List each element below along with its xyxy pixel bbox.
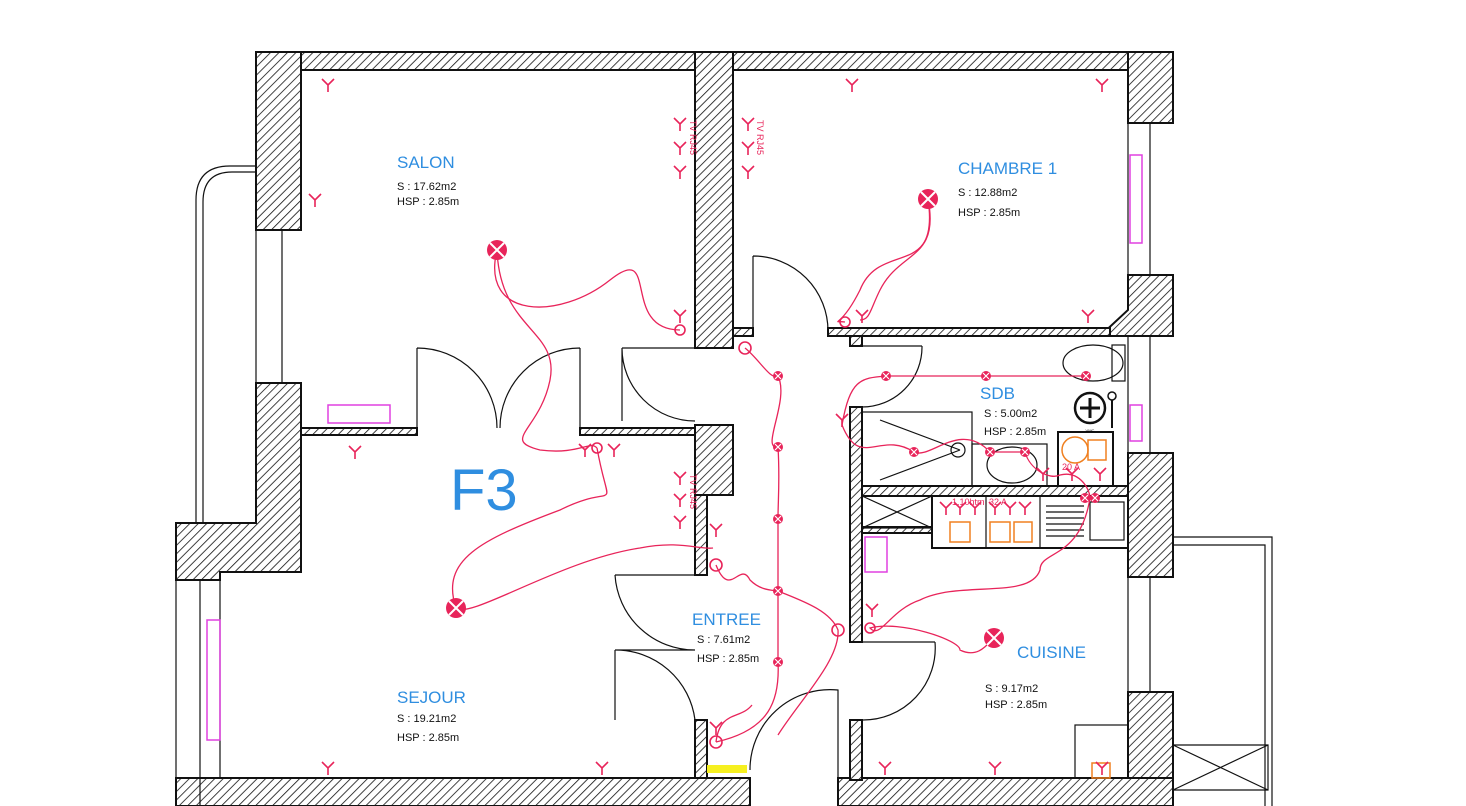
tv-rj45-label-chambre: TV RJ45	[755, 120, 765, 155]
room-height: HSP : 2.85m	[958, 207, 1020, 219]
tv-rj45-label-salon: TV RJ45	[688, 120, 698, 155]
room-surface: S : 7.61m2	[697, 634, 750, 646]
vmc-label: VMC	[1086, 428, 1095, 433]
room-name: SDB	[980, 384, 1015, 403]
room-cuisine: CUISINE S : 9.17m2 HSP : 2.85m	[985, 643, 1086, 711]
room-height: HSP : 2.85m	[697, 653, 759, 665]
room-name: CUISINE	[1017, 643, 1086, 662]
radiators	[206, 154, 1143, 741]
plaque-label: 32 A	[989, 497, 1007, 507]
room-surface: S : 9.17m2	[985, 683, 1038, 695]
appliances	[949, 436, 1111, 779]
room-height: HSP : 2.85m	[397, 196, 459, 208]
openings	[175, 123, 1273, 806]
room-surface: S : 17.62m2	[397, 181, 456, 193]
room-chambre-1: CHAMBRE 1 S : 12.88m2 HSP : 2.85m	[958, 159, 1057, 219]
room-name: ENTREE	[692, 610, 761, 629]
room-surface: S : 12.88m2	[958, 187, 1017, 199]
room-height: HSP : 2.85m	[397, 732, 459, 744]
room-name: SALON	[397, 153, 455, 172]
room-name: SEJOUR	[397, 688, 466, 707]
room-height: HSP : 2.85m	[985, 699, 1047, 711]
room-surface: S : 5.00m2	[984, 408, 1037, 420]
hotte-label: 1.10htm	[952, 497, 985, 507]
walls	[175, 51, 1174, 806]
room-sejour: SEJOUR S : 19.21m2 HSP : 2.85m	[397, 688, 466, 744]
light-points	[445, 188, 1101, 749]
room-sdb: SDB S : 5.00m2 HSP : 2.85m	[980, 384, 1046, 438]
room-surface: S : 19.21m2	[397, 713, 456, 725]
room-height: HSP : 2.85m	[984, 426, 1046, 438]
room-entree: ENTREE S : 7.61m2 HSP : 2.85m	[692, 610, 761, 665]
tv-rj45-label-sejour: TV RJ45	[688, 474, 698, 509]
lave-linge-label: 20 A	[1062, 462, 1080, 472]
room-salon: SALON S : 17.62m2 HSP : 2.85m	[397, 153, 459, 208]
vmc-symbol: VMC	[1073, 391, 1117, 433]
room-name: CHAMBRE 1	[958, 159, 1057, 178]
apartment-type-label: F3	[450, 458, 518, 523]
electrical-wiring	[451, 198, 1091, 743]
